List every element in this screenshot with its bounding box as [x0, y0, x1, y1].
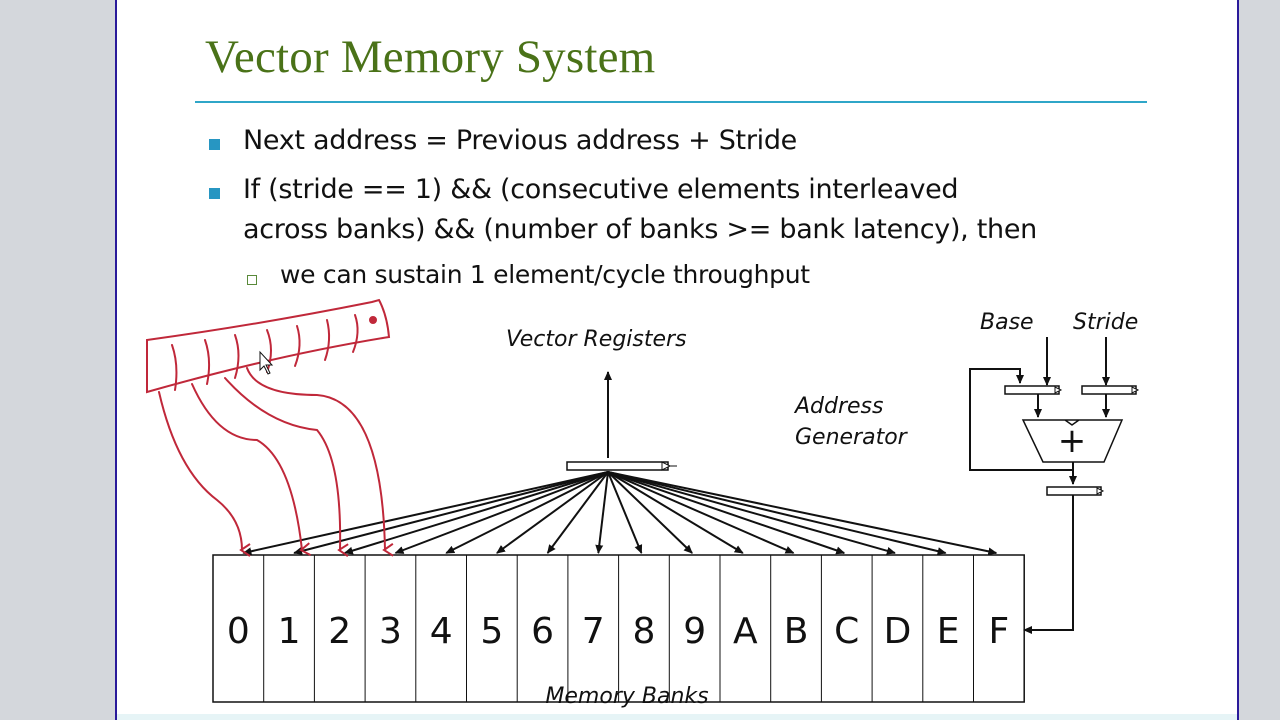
memory-banks-label: Memory Banks	[545, 684, 708, 709]
memory-bank-A: A	[733, 611, 758, 652]
memory-bank-C: C	[834, 611, 859, 652]
bullet-marker-icon	[209, 139, 220, 150]
base-register	[1004, 385, 1060, 395]
slide-footer-strip	[117, 714, 1237, 720]
fan-arrow-to-bank-D	[607, 471, 896, 555]
fan-arrow-to-bank-1	[293, 471, 609, 555]
memory-bank-1: 1	[278, 611, 301, 652]
fan-arrow-to-bank-0	[242, 471, 609, 556]
stride-label: Stride	[1073, 310, 1139, 335]
address-register	[1046, 486, 1102, 496]
fan-out-arrows	[242, 471, 998, 556]
adder-plus-icon: +	[1058, 421, 1087, 461]
sub-bullet-marker-icon	[247, 275, 257, 285]
memory-bank-8: 8	[632, 611, 655, 652]
fan-arrow-to-bank-6	[546, 471, 609, 554]
memory-bank-7: 7	[582, 611, 605, 652]
fan-arrow-to-bank-3	[394, 471, 609, 554]
fan-arrow-to-bank-2	[343, 471, 609, 555]
memory-bank-9: 9	[683, 611, 706, 652]
sub-bullet-1: we can sustain 1 element/cycle throughpu…	[280, 260, 810, 289]
vector-registers-label: Vector Registers	[506, 327, 687, 352]
fan-arrow-to-bank-4	[445, 471, 609, 554]
bullet-marker-icon	[209, 188, 220, 199]
memory-bank-5: 5	[480, 611, 503, 652]
fan-arrow-to-bank-E	[607, 471, 947, 556]
memory-bank-4: 4	[430, 611, 453, 652]
address-to-bank-arrow	[1023, 495, 1074, 634]
fan-arrow-to-bank-B	[607, 471, 795, 554]
adder	[1021, 419, 1124, 463]
slide: Vector Memory System Next address = Prev…	[115, 0, 1239, 720]
address-generator: +	[969, 337, 1140, 634]
fan-arrow-to-bank-7	[595, 471, 609, 554]
title-divider	[195, 101, 1147, 103]
clock-icon	[661, 461, 672, 471]
bullet-1: Next address = Previous address + Stride	[243, 125, 797, 156]
fan-arrow-to-bank-A	[607, 471, 744, 554]
feedback-path	[969, 368, 1073, 471]
vector-register-latch	[566, 461, 669, 471]
fan-arrow-to-bank-8	[607, 471, 643, 554]
fan-arrow-to-bank-9	[607, 471, 693, 554]
drawn-vector-register	[146, 298, 391, 394]
mouse-cursor-icon	[259, 350, 274, 375]
memory-bank-F: F	[988, 611, 1009, 652]
handwritten-annotation	[146, 298, 394, 557]
address-generator-label-1: Address	[795, 394, 884, 419]
memory-bank-2: 2	[328, 611, 351, 652]
fan-arrow-to-bank-5	[496, 471, 609, 554]
memory-bank-3: 3	[379, 611, 402, 652]
fan-arrow-to-bank-F	[607, 471, 998, 556]
base-label: Base	[980, 310, 1034, 335]
memory-bank-D: D	[884, 611, 912, 652]
memory-bank-E: E	[937, 611, 960, 652]
fan-arrow-to-bank-C	[607, 471, 846, 555]
stride-register	[1081, 385, 1137, 395]
memory-bank-6: 6	[531, 611, 554, 652]
memory-bank-0: 0	[227, 611, 250, 652]
memory-bank-B: B	[784, 611, 809, 652]
bullet-2-line-2: across banks) && (number of banks >= ban…	[243, 214, 1037, 245]
bullet-2-line-1: If (stride == 1) && (consecutive element…	[243, 174, 959, 205]
slide-title: Vector Memory System	[205, 31, 656, 83]
address-generator-label-2: Generator	[795, 425, 907, 450]
